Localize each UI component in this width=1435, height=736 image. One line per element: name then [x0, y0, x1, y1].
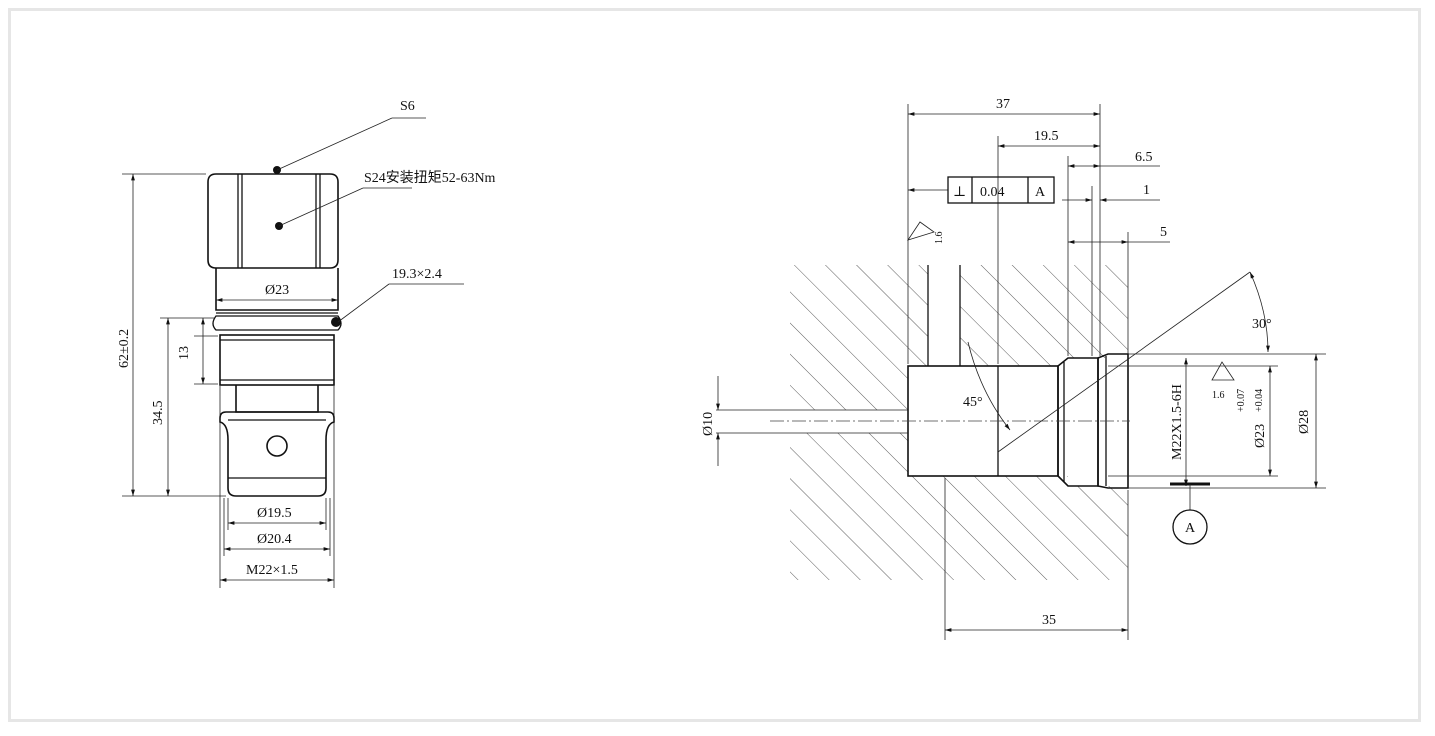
dim-d28: Ø28 — [1297, 410, 1312, 434]
tol-value: 0.04 — [980, 185, 1005, 200]
dim-d10: Ø10 — [701, 412, 716, 436]
dim-d19-5: Ø19.5 — [257, 506, 292, 521]
dim-bore-tol-upper: +0.07 — [1236, 389, 1247, 412]
label-oring: 19.3×2.4 — [392, 267, 442, 282]
dim-1: 1 — [1143, 183, 1150, 198]
roughness-right: 1.6 — [1212, 390, 1225, 401]
dim-bore-tol-lower: +0.04 — [1254, 389, 1265, 412]
right-view: 45° 30° 37 19.5 6.5 1 5 ⊥ 0.04 A — [701, 97, 1326, 640]
dim-13: 13 — [177, 346, 192, 360]
dim-5: 5 — [1160, 225, 1167, 240]
left-view: S6 S24安装扭矩52-63Nm 19.3×2.4 Ø23 62±0.2 34… — [117, 99, 496, 588]
datum-a-label: A — [1185, 521, 1196, 536]
dim-d20-4: Ø20.4 — [257, 532, 292, 547]
hex-nut — [207, 173, 339, 269]
tol-symbol: ⊥ — [953, 185, 966, 200]
dim-angle-45: 45° — [963, 395, 983, 410]
tolerance-frame — [947, 176, 1055, 204]
dim-thread: M22×1.5 — [246, 563, 298, 578]
dim-35: 35 — [1042, 613, 1056, 628]
label-install-torque: S24安装扭矩52-63Nm — [364, 170, 496, 186]
dim-total-length: 62±0.2 — [117, 329, 132, 368]
dim-thread-cavity: M22X1.5-6H — [1170, 384, 1185, 460]
hatched-block — [790, 265, 1128, 580]
datum-a-symbol — [1172, 509, 1208, 545]
dim-hex-dia: Ø23 — [265, 283, 289, 298]
dim-6-5: 6.5 — [1135, 150, 1153, 165]
dim-bore: Ø23 — [1253, 424, 1268, 448]
dim-19-5: 19.5 — [1034, 129, 1059, 144]
label-s6: S6 — [400, 99, 415, 114]
tol-datum: A — [1035, 185, 1046, 200]
dim-angle-30: 30° — [1252, 317, 1272, 332]
cross-hole — [266, 435, 288, 457]
oring-dot — [331, 317, 341, 327]
dim-37: 37 — [996, 97, 1010, 112]
dim-34-5: 34.5 — [151, 401, 166, 426]
roughness-top: 1.6 — [934, 232, 945, 245]
